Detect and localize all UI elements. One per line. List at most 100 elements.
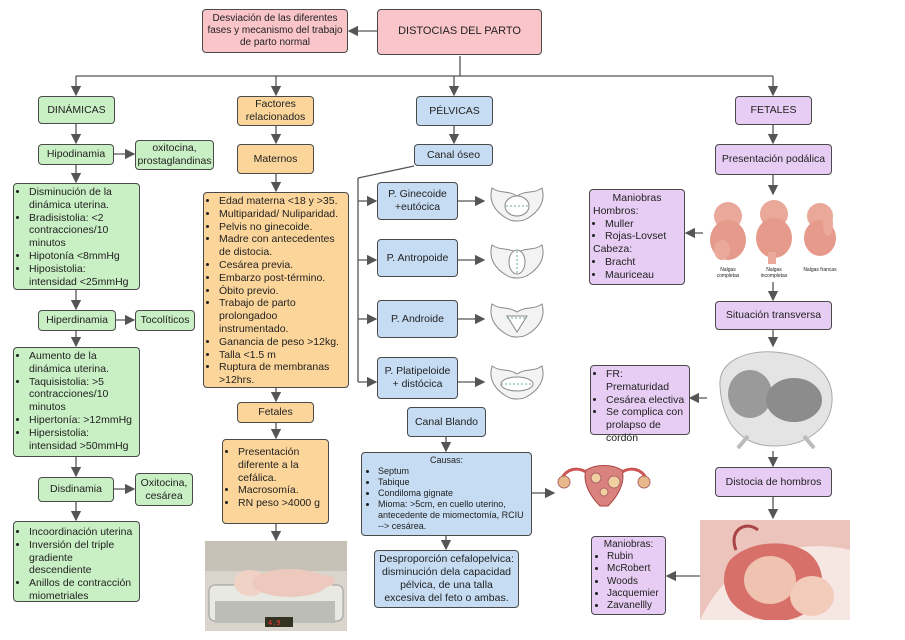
pelvis-ginecoide-image <box>490 187 544 222</box>
list-item: Septum <box>378 466 527 477</box>
maternos-label: Maternos <box>253 152 298 165</box>
list-item: Incoordinación uterina <box>29 526 136 539</box>
maniobras-hombros-box: Maniobras: Rubin McRobert Woods Jacquemi… <box>591 536 666 615</box>
disdinamia-treatment-box: Oxitocina, cesárea <box>135 473 193 506</box>
fetales-factor-label: Fetales <box>258 406 293 419</box>
hipodinamia-list: Disminución de la dinámica uterina. Brad… <box>17 186 136 288</box>
hipodinamia-treatment: oxitocina, prostaglandinas <box>137 142 212 167</box>
list-item: Talla <1.5 m <box>219 349 345 362</box>
pelvis-androide-box: P. Androide <box>377 300 458 338</box>
list-item: Inversión del triple gradiente descendie… <box>29 539 136 577</box>
newborn-scale-image: 4.9 <box>205 541 347 631</box>
fetales-title: FETALES <box>750 104 797 117</box>
cabeza-label: Cabeza: <box>593 243 633 256</box>
factores-header: Factores relacionados <box>237 96 314 126</box>
dinamicas-title: DINÁMICAS <box>47 103 106 116</box>
transverse-fetus-image <box>719 351 833 450</box>
canal-blando-label: Canal Blando <box>414 415 479 428</box>
canal-blando-box: Canal Blando <box>407 407 486 437</box>
causas-title: Causas: <box>429 455 464 465</box>
disdinamia-box: Disdinamia <box>38 477 114 502</box>
list-item: Hipertonía: >12mmHg <box>29 414 136 427</box>
list-item: Anillos de contracción miometriales <box>29 577 136 603</box>
fetales-factor-list: Presentación diferente a la cefálica. Ma… <box>226 446 325 510</box>
list-item: Aumento de la dinámica uterina. <box>29 350 136 376</box>
pelvis-platipeloide-image <box>490 365 544 400</box>
list-item: Woods <box>607 576 659 588</box>
pelvicas-title: PÉLVICAS <box>429 104 480 117</box>
nalgas-label-2: Nalgas incompletas <box>760 267 788 279</box>
list-item: Mioma: >5cm, en cuello uterino, antecede… <box>378 499 527 532</box>
list-item: Mauriceau <box>605 269 654 282</box>
list-item: Zavanellly <box>607 600 659 612</box>
transversa-list: FR: Prematuridad Cesárea electiva Se com… <box>594 368 686 445</box>
canal-oseo-label: Canal óseo <box>426 148 481 161</box>
hipodinamia-box: Hipodinamia <box>38 144 114 165</box>
disdinamia-list-box: Incoordinación uterina Inversión del tri… <box>13 521 140 602</box>
list-item: Rojas-Lovset <box>605 230 666 243</box>
causas-list: Septum Tabique Condiloma gignate Mioma: … <box>366 466 527 532</box>
list-item: Disminución de la dinámica uterina. <box>29 186 136 212</box>
list-item: Ruptura de membranas >12hrs. <box>219 361 345 387</box>
definition-box: Desviación de las diferentes fases y mec… <box>202 9 348 53</box>
list-item: Presentación diferente a la cefálica. <box>238 446 325 484</box>
list-item: RN peso >4000 g <box>238 497 325 510</box>
list-item: Pelvis no ginecoide. <box>219 221 345 234</box>
fetales-factor-box: Fetales <box>237 402 314 423</box>
disdinamia-treatment: Oxitocina, cesárea <box>140 476 188 502</box>
pelvicas-header: PÉLVICAS <box>416 96 493 126</box>
list-item: Jacquemier <box>607 588 659 600</box>
hipodinamia-list-box: Disminución de la dinámica uterina. Brad… <box>13 183 140 290</box>
distocia-hombros-box: Distocia de hombros <box>715 467 832 497</box>
desproporcion-text: Desproporción cefalopelvica: disminución… <box>379 553 514 604</box>
list-item: Hipotonía <8mmHg <box>29 250 136 263</box>
hipodinamia-label: Hipodinamia <box>46 148 106 161</box>
list-item: Rubin <box>607 551 659 563</box>
list-item: Condiloma gignate <box>378 488 527 499</box>
desproporcion-box: Desproporción cefalopelvica: disminución… <box>374 550 519 608</box>
transversa-label: Situación transversa <box>725 309 822 322</box>
root-title-box: DISTOCIAS DEL PARTO <box>377 9 542 55</box>
pelvis-ginecoide: P. Ginecoide +eutócica <box>388 188 447 213</box>
hiperdinamia-box: Hiperdinamia <box>38 310 116 331</box>
root-title: DISTOCIAS DEL PARTO <box>398 25 521 38</box>
pelvis-platipeloide: P. Platipeloide + distócica <box>384 365 451 390</box>
list-item: Bracht <box>605 256 654 269</box>
canal-oseo-box: Canal óseo <box>414 144 493 166</box>
hipodinamia-treatment-box: oxitocina, prostaglandinas <box>135 140 214 170</box>
list-item: Madre con antecedentes de distocia. <box>219 233 345 259</box>
nalgas-label-3: Nalgas francas <box>803 267 837 273</box>
hiperdinamia-list: Aumento de la dinámica uterina. Taquisis… <box>17 350 136 452</box>
maniobras-podalica-box: Maniobras Hombros: Muller Rojas-Lovset C… <box>589 189 685 285</box>
fetales-factor-list-box: Presentación diferente a la cefálica. Ma… <box>222 439 329 524</box>
maniobras2-title: Maniobras: <box>603 539 654 550</box>
dinamicas-header: DINÁMICAS <box>38 96 115 124</box>
hiperdinamia-treatment: Tocolíticos <box>140 314 190 327</box>
uterus-fibroids-image <box>557 465 651 507</box>
hombros-list: Muller Rojas-Lovset <box>593 218 666 244</box>
podalica-label: Presentación podálica <box>721 153 826 166</box>
causas-box: Causas: Septum Tabique Condiloma gignate… <box>361 452 532 536</box>
cabeza-list: Bracht Mauriceau <box>593 256 654 282</box>
list-item: Cesárea electiva <box>606 394 686 407</box>
pelvis-antropoide-image <box>490 244 544 279</box>
list-item: Óbito previo. <box>219 285 345 298</box>
definition-text: Desviación de las diferentes fases y mec… <box>207 12 343 49</box>
maternos-list: Edad materna <18 y >35. Multiparidad/ Nu… <box>207 195 345 387</box>
list-item: Tabique <box>378 477 527 488</box>
list-item: Multiparidad/ Nuliparidad. <box>219 208 345 221</box>
list-item: Bradisistolia: <2 contracciones/10 minut… <box>29 212 136 250</box>
list-item: Embarzo post-término. <box>219 272 345 285</box>
pelvis-androide-image <box>490 303 544 338</box>
list-item: Hiposistolia: intensidad <25mmHg <box>29 263 136 289</box>
maniobras-title: Maniobras <box>612 192 662 204</box>
factores-title: Factores relacionados <box>245 98 306 123</box>
hiperdinamia-treatment-box: Tocolíticos <box>135 310 195 331</box>
breech-babies-image <box>710 200 836 264</box>
pelvis-antropoide-box: P. Antropoide <box>377 239 458 277</box>
nalgas-label-1: Nalgas completas <box>716 267 740 279</box>
disdinamia-label: Disdinamia <box>50 483 102 496</box>
hiperdinamia-list-box: Aumento de la dinámica uterina. Taquisis… <box>13 347 140 457</box>
list-item: Macrosomía. <box>238 484 325 497</box>
